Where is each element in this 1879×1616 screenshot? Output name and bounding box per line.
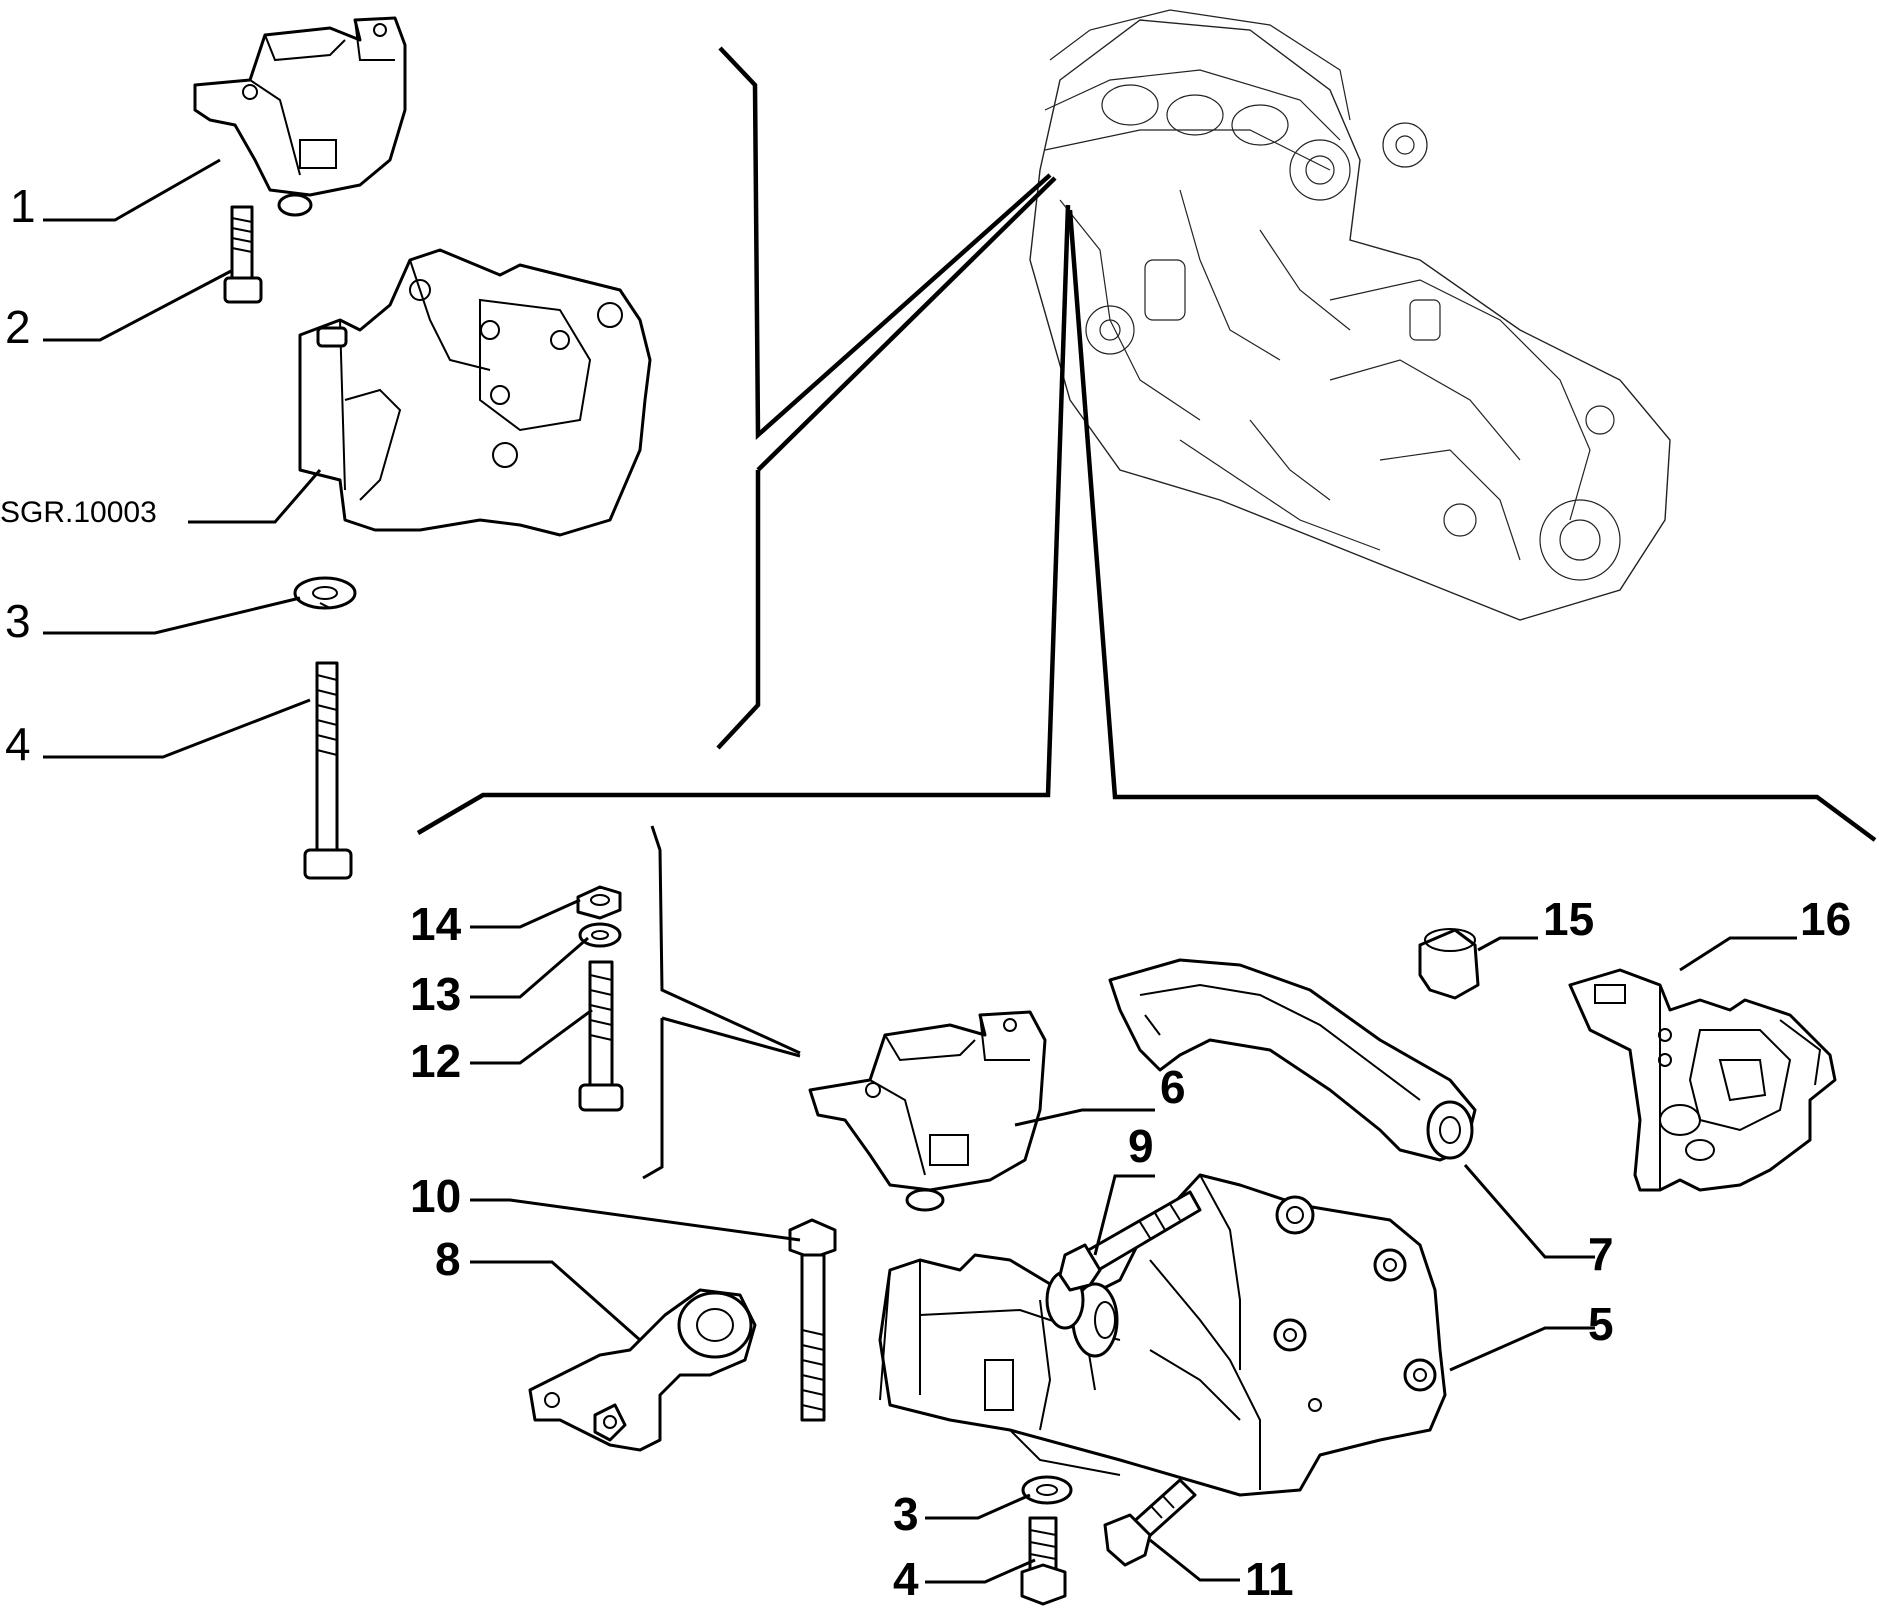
callout-6: 6 [1160,1061,1186,1113]
callout-14: 14 [410,898,462,950]
part-1-engine-mount [193,16,407,217]
part-11-bolt [1103,1478,1197,1567]
callout-11: 11 [1245,1553,1294,1605]
part-12-bolt [578,960,624,1112]
callout-15: 15 [1543,893,1594,945]
callout-1: 1 [10,180,36,232]
part-4-bolt-lower [1020,1516,1067,1606]
part-6-engine-mount [808,1010,1047,1212]
part-5-bracket [878,1173,1447,1497]
part-4-long-bolt [303,661,353,880]
part-15-bushing [1418,928,1480,1000]
callout-4-upper: 4 [5,718,31,770]
callout-9: 9 [1128,1120,1154,1172]
callout-5: 5 [1588,1298,1614,1350]
part-3-washer [293,576,357,610]
part-8-link [528,1288,757,1452]
part-14-nut [576,885,622,920]
diagram-code: SGR.10003 [0,496,157,529]
leader-lines [43,158,1797,1584]
callout-4-lower: 4 [893,1553,919,1605]
callout-7: 7 [1588,1228,1614,1280]
part-13-washer [578,922,622,948]
part-10-bolt [788,1218,837,1422]
callout-16: 16 [1800,893,1851,945]
callout-2: 2 [5,301,31,353]
part-2-bolt [223,205,263,304]
callout-12: 12 [410,1035,461,1087]
callout-10: 10 [410,1170,461,1222]
callout-13: 13 [410,968,461,1020]
part-16-mount [1568,968,1837,1192]
part-9-bolt [1058,1190,1202,1292]
callout-3-upper: 3 [5,595,31,647]
part-7-torque-rod [1108,958,1477,1162]
part-3-washer-lower [1021,1475,1073,1505]
engine-assembly [1029,9,1671,621]
bracket-sgr [298,248,652,537]
callout-3-lower: 3 [893,1488,919,1540]
guide-lines [416,46,1877,1180]
callout-labels: 1 2 SGR.10003 3 4 14 13 12 10 8 6 9 7 5 … [0,180,1851,1605]
callout-8: 8 [435,1233,461,1285]
